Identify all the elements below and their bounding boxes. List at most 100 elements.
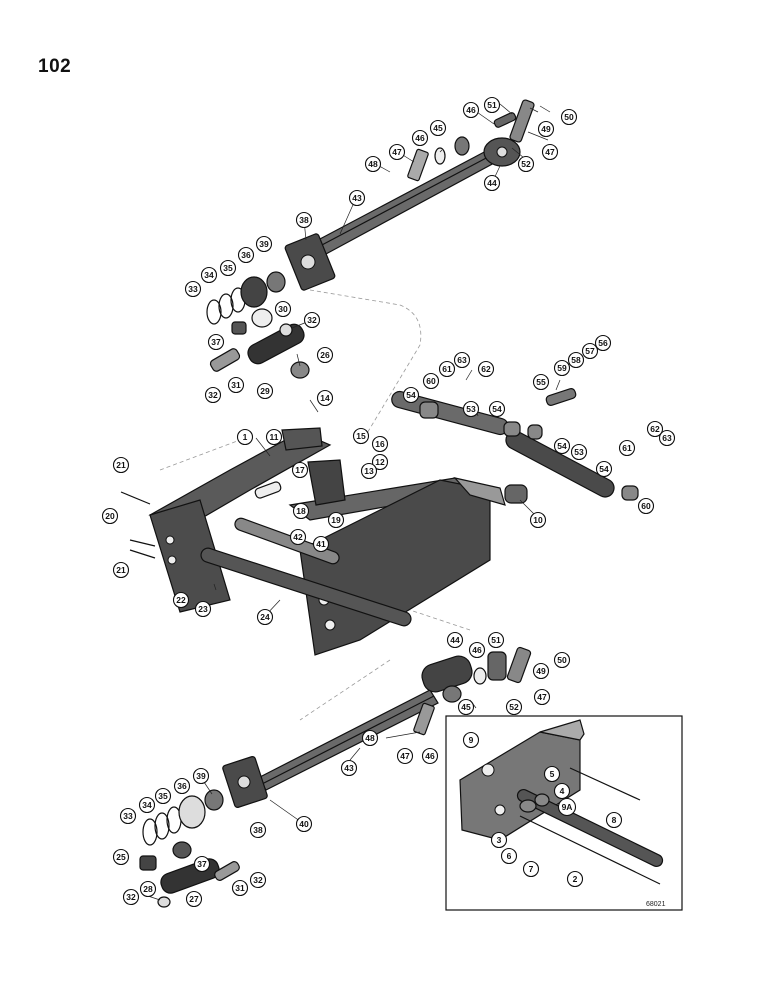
svg-text:40: 40 [299, 819, 309, 829]
callout-1: 1 [236, 428, 254, 446]
upper-pin-31 [209, 348, 241, 372]
upper-bushing-45 [454, 136, 470, 156]
svg-text:54: 54 [557, 441, 567, 451]
callout-47: 47 [541, 143, 559, 161]
svg-text:57: 57 [585, 346, 595, 356]
svg-text:35: 35 [223, 263, 233, 273]
cross-shaft-24 [200, 547, 412, 627]
lift-links-group [391, 388, 639, 501]
callout-45b: 45 [457, 698, 475, 716]
svg-text:37: 37 [197, 859, 207, 869]
callout-38b: 38 [249, 821, 267, 839]
callout-5: 5 [543, 765, 561, 783]
upper-rockshaft-group [206, 99, 535, 379]
svg-text:28: 28 [143, 884, 153, 894]
figure-code: 68021 [646, 901, 666, 908]
callout-31: 31 [227, 376, 245, 394]
callout-58: 58 [567, 351, 585, 369]
callout-46b: 46 [411, 129, 429, 147]
svg-text:11: 11 [270, 432, 279, 442]
svg-text:52: 52 [509, 702, 519, 712]
callout-18: 18 [292, 502, 310, 520]
inset-shaft-8 [519, 815, 661, 885]
callout-39: 39 [255, 235, 273, 253]
bracket-17 [307, 459, 346, 506]
callout-60b: 60 [637, 497, 655, 515]
svg-text:61: 61 [442, 364, 452, 374]
svg-text:47: 47 [400, 751, 410, 761]
svg-text:62: 62 [481, 364, 491, 374]
lower-rockshaft-group [139, 646, 532, 908]
callout-9a: 9A [557, 797, 577, 817]
svg-text:31: 31 [235, 883, 245, 893]
callout-32c: 32 [249, 871, 267, 889]
callout-47d: 47 [396, 747, 414, 765]
upper-washer-46b [434, 147, 446, 165]
lower-bushing-45 [442, 685, 462, 703]
lower-bushing-39 [204, 789, 224, 811]
callout-51b: 51 [487, 631, 505, 649]
callout-45: 45 [429, 119, 447, 137]
svg-text:21: 21 [116, 460, 126, 470]
svg-text:33: 33 [123, 811, 133, 821]
callout-8: 8 [605, 811, 623, 829]
callout-47b: 47 [388, 143, 406, 161]
svg-text:42: 42 [293, 532, 303, 542]
callout-46: 46 [462, 101, 480, 119]
callout-19: 19 [327, 511, 345, 529]
svg-text:60: 60 [426, 376, 436, 386]
callout-3: 3 [490, 831, 508, 849]
callout-12: 12 [371, 453, 389, 471]
lower-pin-51 [487, 651, 507, 681]
callout-54c: 54 [553, 437, 571, 455]
svg-text:59: 59 [557, 363, 567, 373]
svg-text:9: 9 [469, 735, 474, 745]
callout-54d: 54 [595, 460, 613, 478]
svg-text:53: 53 [574, 447, 584, 457]
upper-ring-33 [206, 299, 222, 325]
svg-text:61: 61 [622, 443, 632, 453]
callout-63b: 63 [658, 429, 676, 447]
svg-text:51: 51 [487, 100, 497, 110]
callout-14: 14 [316, 389, 334, 407]
upper-plate-46 [407, 148, 429, 182]
svg-text:1: 1 [243, 432, 248, 442]
callout-41: 41 [312, 535, 330, 553]
callout-6: 6 [500, 847, 518, 865]
callout-57: 57 [581, 342, 599, 360]
callout-56: 56 [594, 334, 612, 352]
svg-text:46: 46 [466, 105, 476, 115]
callout-32: 32 [303, 311, 321, 329]
callout-37: 37 [207, 333, 225, 351]
callout-16: 16 [371, 435, 389, 453]
svg-text:45: 45 [461, 702, 471, 712]
callout-55: 55 [532, 373, 550, 391]
callout-35: 35 [219, 259, 237, 277]
svg-text:3: 3 [497, 835, 502, 845]
callout-33b: 33 [119, 807, 137, 825]
upper-bushing-26 [290, 361, 310, 379]
callout-60: 60 [422, 372, 440, 390]
svg-text:36: 36 [241, 250, 251, 260]
svg-text:54: 54 [406, 390, 416, 400]
svg-text:41: 41 [316, 539, 326, 549]
svg-text:60: 60 [641, 501, 651, 511]
svg-text:12: 12 [375, 457, 385, 467]
callout-2: 2 [566, 870, 584, 888]
lower-nut-25 [139, 855, 157, 871]
svg-text:44: 44 [487, 178, 497, 188]
svg-text:18: 18 [296, 506, 306, 516]
svg-text:26: 26 [320, 350, 330, 360]
svg-text:63: 63 [662, 433, 672, 443]
svg-text:5: 5 [550, 769, 555, 779]
callout-25: 25 [112, 848, 130, 866]
callout-53: 53 [462, 400, 480, 418]
svg-text:25: 25 [116, 852, 126, 862]
callout-52b: 52 [505, 698, 523, 716]
svg-text:32: 32 [208, 390, 218, 400]
callout-21b: 21 [112, 561, 130, 579]
svg-text:48: 48 [365, 733, 375, 743]
callout-62: 62 [477, 360, 495, 378]
svg-text:19: 19 [331, 515, 341, 525]
svg-text:45: 45 [433, 123, 443, 133]
